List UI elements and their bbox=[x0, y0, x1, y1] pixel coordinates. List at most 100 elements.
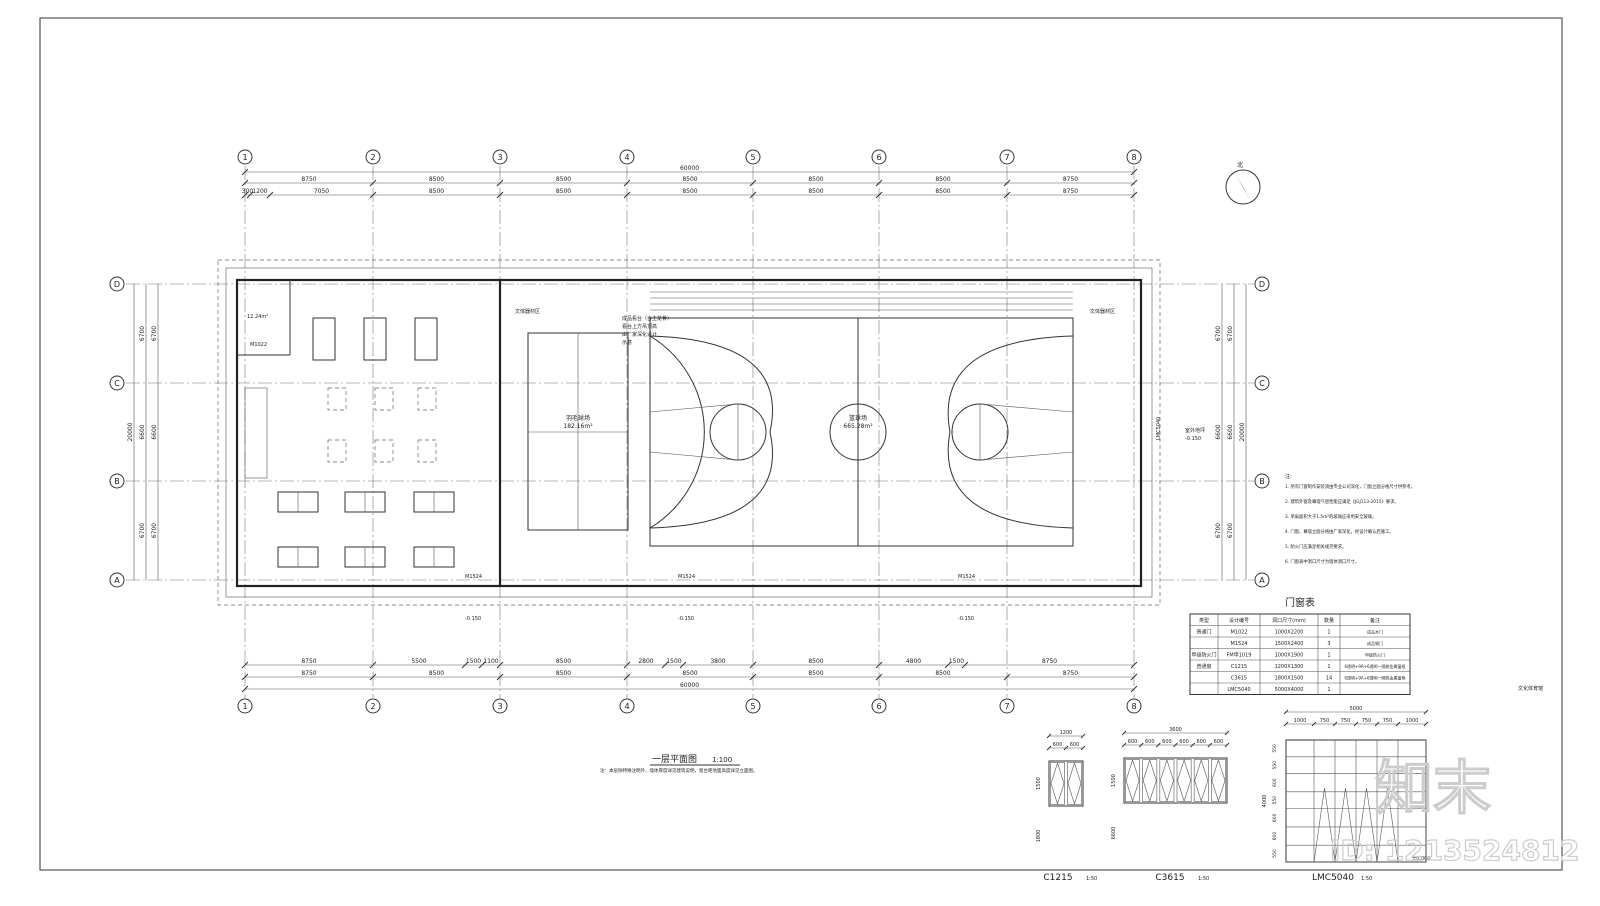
window-pane bbox=[1176, 759, 1192, 802]
table-cell: 1000X2200 bbox=[1275, 630, 1304, 636]
dimension-text: 60000 bbox=[680, 682, 699, 689]
dimension-text: 600 bbox=[1272, 813, 1278, 822]
dimension-tick bbox=[496, 179, 504, 187]
table-cell: 1 bbox=[1327, 687, 1330, 693]
dimension-text: 550 bbox=[1272, 796, 1278, 805]
window-opening-mark bbox=[1142, 759, 1157, 802]
dimension-tick bbox=[1423, 721, 1429, 727]
dimension-tick bbox=[1080, 733, 1086, 739]
table-cell: 1 bbox=[1327, 630, 1330, 636]
axis-label-6: 6 bbox=[876, 702, 881, 711]
dimension-text: 8500 bbox=[429, 188, 444, 195]
axis-label-A: A bbox=[1259, 576, 1265, 585]
dimension-tick bbox=[1063, 745, 1069, 751]
axis-label-4: 4 bbox=[624, 702, 629, 711]
window-opening-mark bbox=[1177, 759, 1191, 802]
dimension-text: 8500 bbox=[935, 188, 950, 195]
dimension-text: 6600 bbox=[151, 424, 158, 439]
axis-label-B: B bbox=[114, 477, 120, 486]
bleachers bbox=[650, 291, 1073, 311]
elevation-label: 室外地坪 bbox=[1185, 427, 1205, 434]
center-circle bbox=[829, 403, 887, 461]
door-tag: M1524 bbox=[678, 574, 695, 580]
axis-bubble-3 bbox=[492, 698, 508, 714]
table-cell: M1524 bbox=[1230, 641, 1247, 647]
badminton-name: 羽毛球场 bbox=[566, 414, 590, 422]
dimension-text: 8500 bbox=[935, 670, 950, 677]
dimension-tick bbox=[1130, 168, 1138, 176]
exterior-wall bbox=[235, 278, 1143, 588]
axis-bubble-B bbox=[109, 473, 125, 489]
watermark: 知末 ID: 1213524812 bbox=[1329, 753, 1580, 867]
axis-bubble-C bbox=[109, 375, 125, 391]
plan-note: 注：本层除特殊注明外，墙体厚度详见建筑说明，窗台距地面高度详见立面图。 bbox=[600, 767, 758, 774]
dimension-text: 6600 bbox=[1215, 424, 1222, 439]
axis-label-2: 2 bbox=[370, 153, 375, 162]
window-frame bbox=[1048, 760, 1084, 807]
dimension-text: 8500 bbox=[556, 658, 571, 665]
storage-label-left: 文体器材区 bbox=[515, 308, 540, 315]
dimension-text: 20000 bbox=[1239, 422, 1246, 441]
dimension-text: 750 bbox=[1362, 718, 1372, 724]
dimension-tick bbox=[369, 191, 377, 199]
dimension-text: 2800 bbox=[638, 658, 653, 665]
dimension-text: 600 bbox=[1162, 739, 1172, 745]
dimension-text: 1500 bbox=[1111, 774, 1117, 787]
dimension-text: 6700 bbox=[1215, 326, 1222, 341]
design-notes: 注:1. 所有门窗制作安装须由专业公司深化，门窗立面分格尺寸供参考。2. 建筑外… bbox=[1285, 473, 1415, 565]
note-item: 3. 单扇面积大于1.5m²的玻璃应采用安全玻璃。 bbox=[1285, 513, 1376, 520]
dimension-text: 8500 bbox=[808, 176, 823, 183]
roof-outline bbox=[217, 259, 1161, 606]
dimension-tick bbox=[875, 179, 883, 187]
axis-bubble-8 bbox=[1126, 698, 1142, 714]
dimension-tick bbox=[1190, 742, 1196, 748]
dimension-text: 1000 bbox=[1294, 718, 1307, 724]
dimension-text: 8500 bbox=[808, 188, 823, 195]
dimension-tick bbox=[1395, 721, 1401, 727]
axis-bubble-3 bbox=[492, 149, 508, 165]
dimension-text: 300 bbox=[242, 188, 254, 195]
axis-label-7: 7 bbox=[1004, 153, 1009, 162]
table-cell: LMC5040 bbox=[1227, 687, 1250, 693]
dimension-tick bbox=[496, 673, 504, 681]
axis-bubble-2 bbox=[365, 698, 381, 714]
axis-label-D: D bbox=[114, 280, 120, 289]
dimension-tick bbox=[1207, 742, 1213, 748]
dimension-text: 8500 bbox=[808, 658, 823, 665]
dimension-tick bbox=[1155, 742, 1161, 748]
axis-bubble-7 bbox=[999, 149, 1015, 165]
dimension-tick bbox=[1283, 721, 1289, 727]
dimension-text: 8500 bbox=[682, 176, 697, 183]
door-tag: M1524 bbox=[958, 574, 975, 580]
window-opening-mark bbox=[1194, 759, 1209, 802]
north-label: 北 bbox=[1237, 161, 1243, 169]
dimension-text: 8500 bbox=[682, 670, 697, 677]
dimension-tick bbox=[241, 191, 249, 199]
dimension-text: 6600 bbox=[1227, 424, 1234, 439]
dimension-text: 8750 bbox=[301, 658, 316, 665]
dimension-tick bbox=[241, 661, 249, 669]
key-left bbox=[649, 403, 739, 461]
door-tag: LMC5040 bbox=[1156, 417, 1162, 440]
dimension-text: 8500 bbox=[429, 176, 444, 183]
key-right bbox=[979, 403, 1074, 461]
dimension-text: 6700 bbox=[1215, 523, 1222, 538]
dimension-tick bbox=[369, 661, 377, 669]
watermark-logo: 知末 bbox=[1375, 754, 1491, 822]
window-pane bbox=[1142, 759, 1158, 802]
table-header: 设计编号 bbox=[1229, 617, 1249, 624]
note-item: 2. 建筑外窗及幕墙气密性能应满足《JGJ113-2015》要求。 bbox=[1285, 498, 1399, 505]
window-opening-mark bbox=[1125, 759, 1140, 802]
dimension-text: 600 bbox=[1070, 742, 1080, 748]
dimension-text: 550 bbox=[1272, 761, 1278, 770]
note-item: 1. 所有门窗制作安装须由专业公司深化，门窗立面分格尺寸供参考。 bbox=[1285, 483, 1415, 490]
dimension-text: 1100 bbox=[483, 658, 498, 665]
dimension-tick bbox=[1283, 709, 1289, 715]
dimension-tick bbox=[623, 673, 631, 681]
room-labels: 羽毛球场 182.16m² 篮球场 665.28m² 成品看台（含主龙骨） 看台… bbox=[247, 308, 1205, 622]
dimension-text: 6700 bbox=[1227, 523, 1234, 538]
stage-note: 成品看台（含主龙骨） bbox=[622, 315, 672, 322]
elevation-scale: 1:50 bbox=[1361, 876, 1372, 882]
axis-label-3: 3 bbox=[497, 702, 502, 711]
